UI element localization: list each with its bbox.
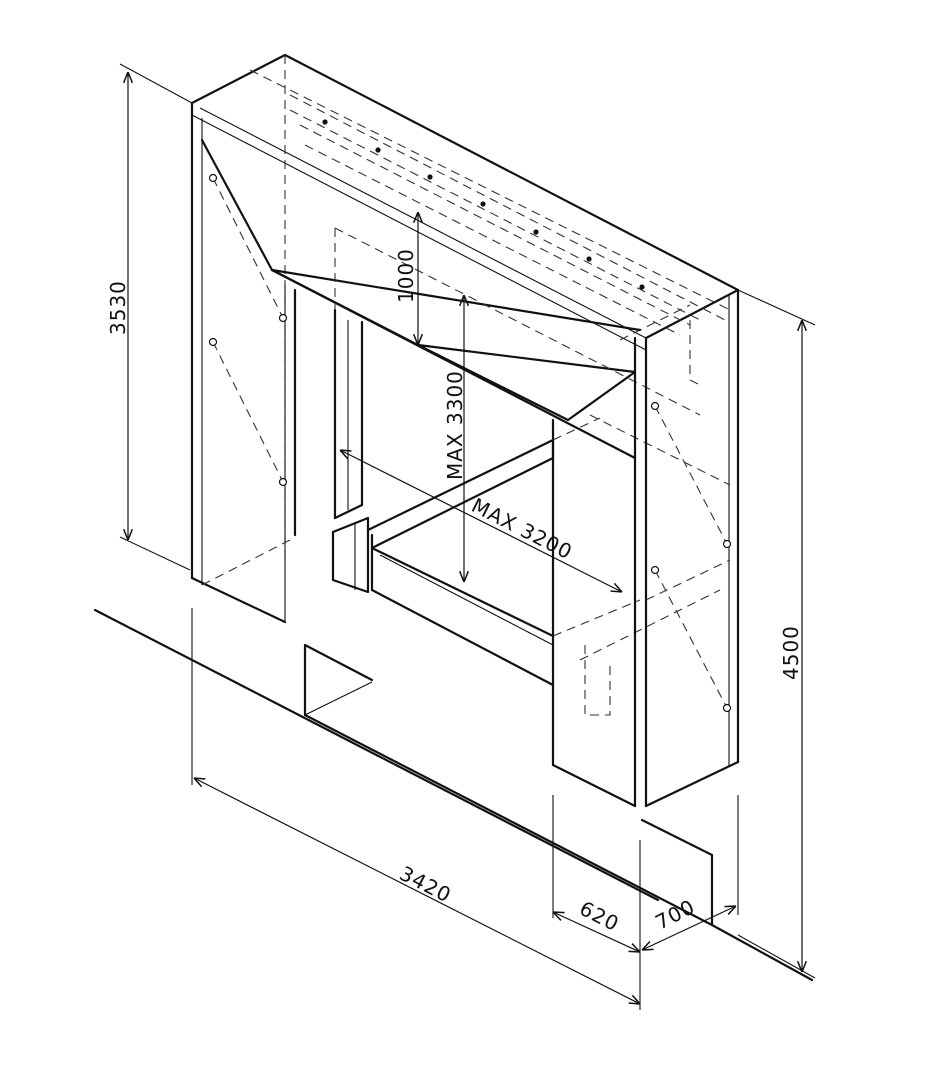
dimension-lines: [119, 63, 816, 1010]
dim-opening-top: 1000: [394, 248, 418, 303]
roof-fixings: [322, 119, 645, 290]
dim-height-right: 4500: [779, 625, 803, 680]
dim-max-width: MAX 3200: [468, 493, 577, 564]
dim-height-left: 3530: [106, 280, 130, 335]
dim-max-height: MAX 3300: [443, 370, 467, 480]
front-header: [200, 138, 642, 460]
dim-width-front: 3420: [396, 861, 456, 907]
dim-depth-inner: 620: [576, 896, 624, 936]
left-column: [190, 101, 297, 624]
right-column: [551, 320, 740, 808]
